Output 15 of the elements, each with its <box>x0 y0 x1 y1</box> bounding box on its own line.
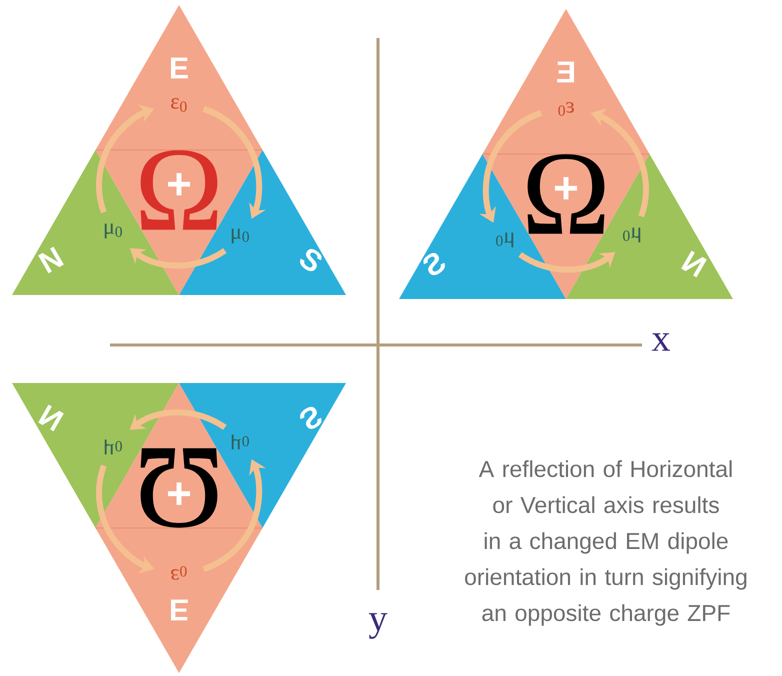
node-label: E <box>171 58 188 78</box>
edge-label: μ$_{0}$ <box>104 224 122 238</box>
edge-label: μ$_{0}$ <box>232 228 249 244</box>
axis-label: y <box>368 613 388 639</box>
edge-label: μ$^{0}$ <box>623 228 640 242</box>
edge-label: μ$^{0}$ <box>232 434 249 450</box>
note-text: A reflection of Horizontal or Vertical axis results in a changed EM dipole orientation in turn signifying an opposite charge ZPF <box>465 460 746 626</box>
edge-label: ε$^{0}$ <box>171 566 187 580</box>
edge-label: μ$^{0}$ <box>104 440 122 454</box>
node-label: E <box>171 600 188 620</box>
edge-label: μ$^{0}$ <box>496 232 514 248</box>
edge-label: ε$_{0}$ <box>171 98 187 112</box>
axis-label: x <box>652 333 670 351</box>
edge-label: ε$^{0}$ <box>558 102 574 116</box>
node-label: E <box>557 62 574 82</box>
